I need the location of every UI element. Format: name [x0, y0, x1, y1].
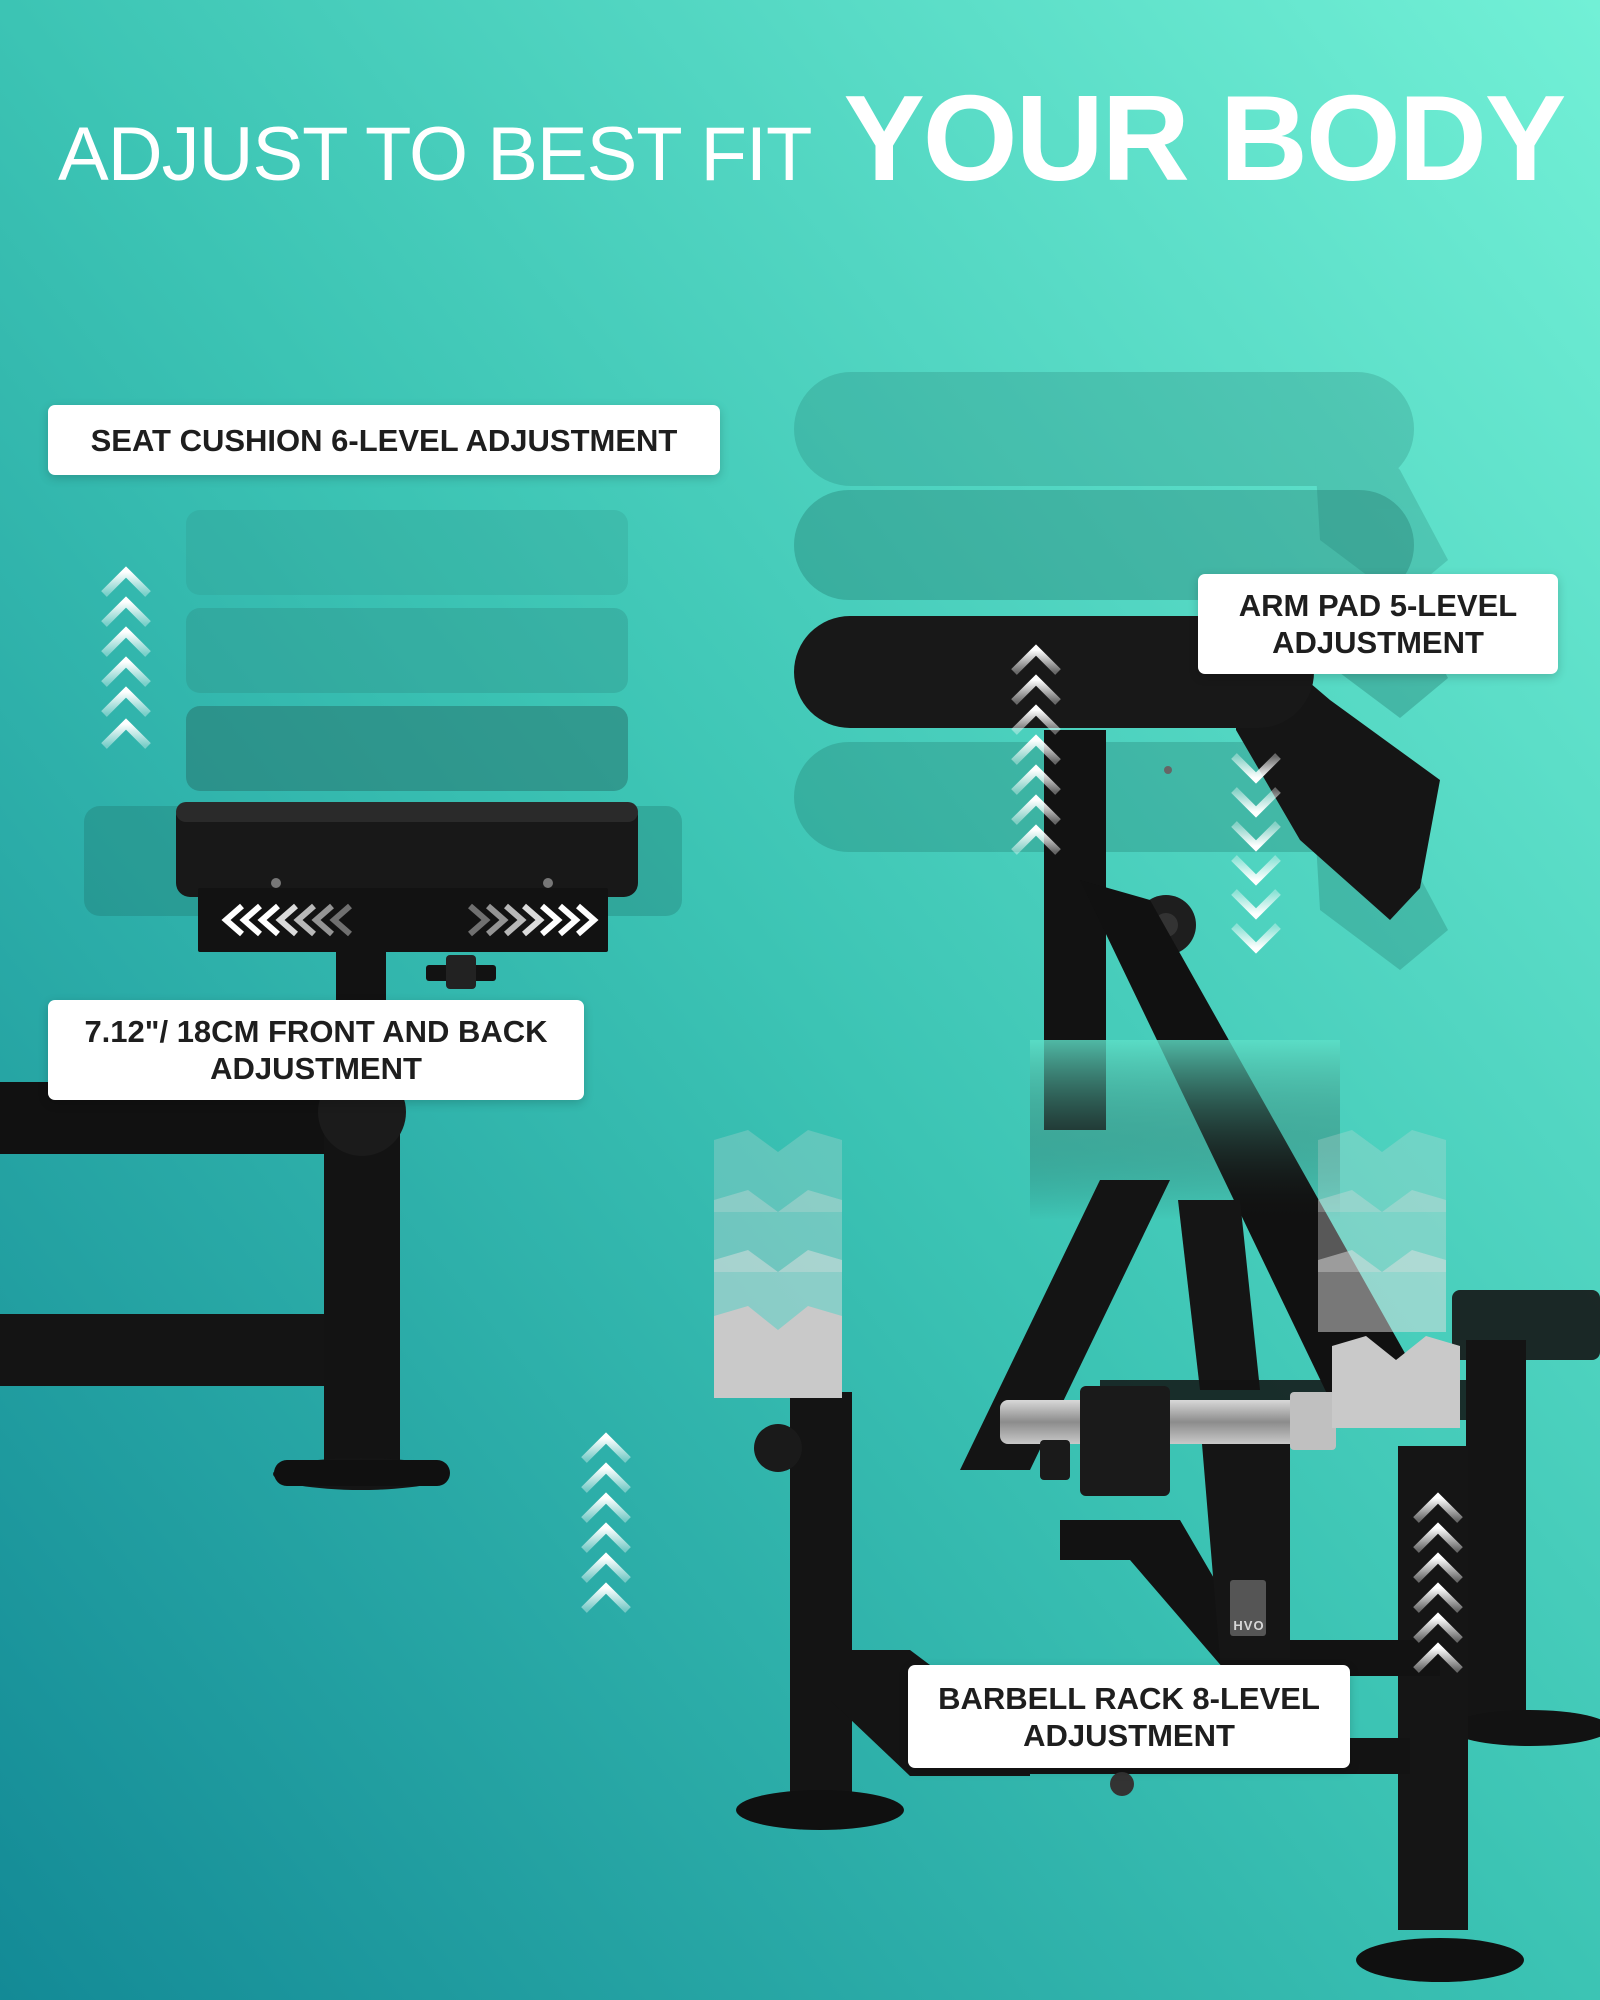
middle-up-arrows: [581, 1432, 631, 1613]
front-back-callout: 7.12"/ 18CM FRONT AND BACK ADJUSTMENT: [48, 1000, 584, 1100]
barbell-rack-cups: [714, 1130, 1460, 1428]
barbell-rack-up-arrows: [1413, 1492, 1463, 1673]
seat-cushion: [176, 802, 638, 1014]
barbell-rack-callout-line1: BARBELL RACK 8-LEVEL: [938, 1680, 1320, 1716]
arm-pad-callout-line2: ADJUSTMENT: [1272, 625, 1484, 660]
brand-logo: HVO: [1233, 1618, 1265, 1633]
seat-right-arrows: [468, 903, 599, 937]
arm-pad-down-arrows: [1231, 753, 1281, 954]
headline-light: ADJUST TO BEST FIT: [58, 112, 812, 197]
headline: ADJUST TO BEST FIT YOUR BODY: [58, 68, 1578, 208]
seat-up-arrows: [101, 566, 151, 749]
barbell-rack-callout: BARBELL RACK 8-LEVEL ADJUSTMENT: [908, 1665, 1350, 1768]
arm-pad-callout: ARM PAD 5-LEVEL ADJUSTMENT: [1198, 574, 1558, 674]
seat-cushion-callout: SEAT CUSHION 6-LEVEL ADJUSTMENT: [48, 405, 720, 475]
seat-left-arrows: [221, 903, 352, 937]
barbell-rack-callout-line2: ADJUSTMENT: [1023, 1717, 1235, 1753]
front-back-callout-line1: 7.12"/ 18CM FRONT AND BACK: [84, 1014, 548, 1049]
front-back-callout-line2: ADJUSTMENT: [210, 1051, 422, 1086]
seat-cushion-callout-text: SEAT CUSHION 6-LEVEL ADJUSTMENT: [90, 422, 678, 458]
headline-bold: YOUR BODY: [843, 70, 1566, 206]
arm-pad-callout-line1: ARM PAD 5-LEVEL: [1238, 588, 1518, 623]
arm-pad-up-arrows: [1011, 644, 1061, 855]
brand-plate-bg: [1230, 1580, 1266, 1636]
